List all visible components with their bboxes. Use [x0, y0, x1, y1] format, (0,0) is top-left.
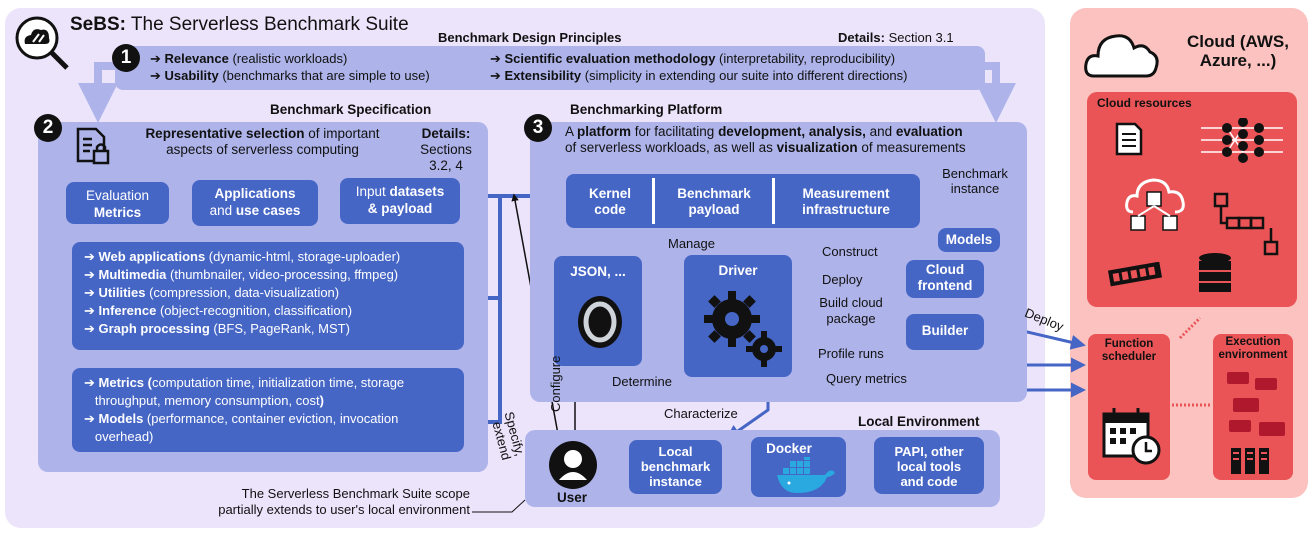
step-number-3: 3 [524, 114, 552, 142]
principles-details: Details: Section 3.1 [838, 30, 954, 45]
edge-label-construct: Construct [822, 244, 878, 259]
cloud-resources-box: Cloud resources [1087, 92, 1297, 307]
user-icon [546, 440, 600, 490]
platform-description: A platform for facilitating development,… [565, 124, 966, 155]
metrics-models-list: ➔ Metrics (computation time, initializat… [72, 368, 464, 452]
cloud-resources-label: Cloud resources [1097, 96, 1192, 110]
list-item: throughput, memory consumption, cost) [94, 393, 324, 408]
docker-whale-icon [775, 457, 837, 495]
principles-title: Benchmark Design Principles [438, 30, 622, 45]
principle-usability: ➔ Usability (benchmarks that are simple … [150, 68, 430, 83]
list-item: ➔ Graph processing (BFS, PageRank, MST) [84, 321, 350, 336]
edge-label-determine: Determine [612, 374, 672, 389]
docker-label: Docker [766, 441, 812, 456]
principle-relevance: ➔ Relevance (realistic workloads) [150, 51, 348, 66]
cloud-title: Cloud (AWS,Azure, ...) [1187, 32, 1289, 70]
docker-box: Docker [751, 437, 846, 497]
principles-to-spec-arrow [78, 62, 118, 123]
edge-label-deploy: Deploy [822, 272, 863, 287]
edge-label-manage: Manage [668, 236, 715, 251]
json-label: JSON, ... [570, 264, 626, 279]
list-item: ➔ Inference (object-recognition, classif… [84, 303, 353, 318]
json-config-box: JSON, ... [554, 256, 642, 366]
document-lock-icon [74, 127, 112, 165]
cloud-icon [1082, 22, 1162, 82]
principle-extensibility: ➔ Extensibility (simplicity in extending… [490, 68, 908, 83]
input-datasets-box: Input datasets& payload [340, 178, 460, 224]
user-label: User [557, 490, 588, 505]
edge-label-characterize: Characterize [664, 406, 738, 421]
models-box: Models [938, 228, 1000, 252]
step-number-2: 2 [34, 114, 62, 142]
json-logo-icon [572, 290, 628, 354]
list-item: ➔ Models (performance, container evictio… [84, 411, 399, 426]
edge-label-profile-runs: Profile runs [818, 346, 884, 361]
list-item: ➔ Utilities (compression, data-visualiza… [84, 285, 340, 300]
step-number-1: 1 [112, 44, 140, 72]
list-item: ➔ Multimedia (thumbnailer, video-process… [84, 267, 399, 282]
page-title: SeBS: The Serverless Benchmark Suite [70, 14, 409, 35]
list-item: ➔ Metrics (computation time, initializat… [84, 375, 405, 390]
edge-label-query-metrics: Query metrics [826, 371, 907, 386]
magnifier-cloud-logo-icon [13, 14, 69, 70]
local-environment-title: Local Environment [858, 414, 980, 429]
platform-title: Benchmarking Platform [570, 102, 723, 117]
driver-box[interactable]: Driver [684, 255, 792, 377]
principles-panel [115, 46, 985, 90]
principles-to-platform-arrow [976, 62, 1016, 123]
edge-label-configure: Configure [548, 355, 563, 412]
builder-box: Builder [906, 314, 984, 350]
spec-title: Benchmark Specification [270, 102, 432, 117]
list-item: ➔ Web applications (dynamic-html, storag… [84, 249, 401, 264]
gears-icon [698, 285, 788, 371]
principle-methodology: ➔ Scientific evaluation methodology (int… [490, 51, 896, 66]
applications-list: ➔ Web applications (dynamic-html, storag… [72, 242, 464, 350]
driver-label: Driver [718, 263, 758, 278]
list-item: overhead) [94, 429, 154, 444]
